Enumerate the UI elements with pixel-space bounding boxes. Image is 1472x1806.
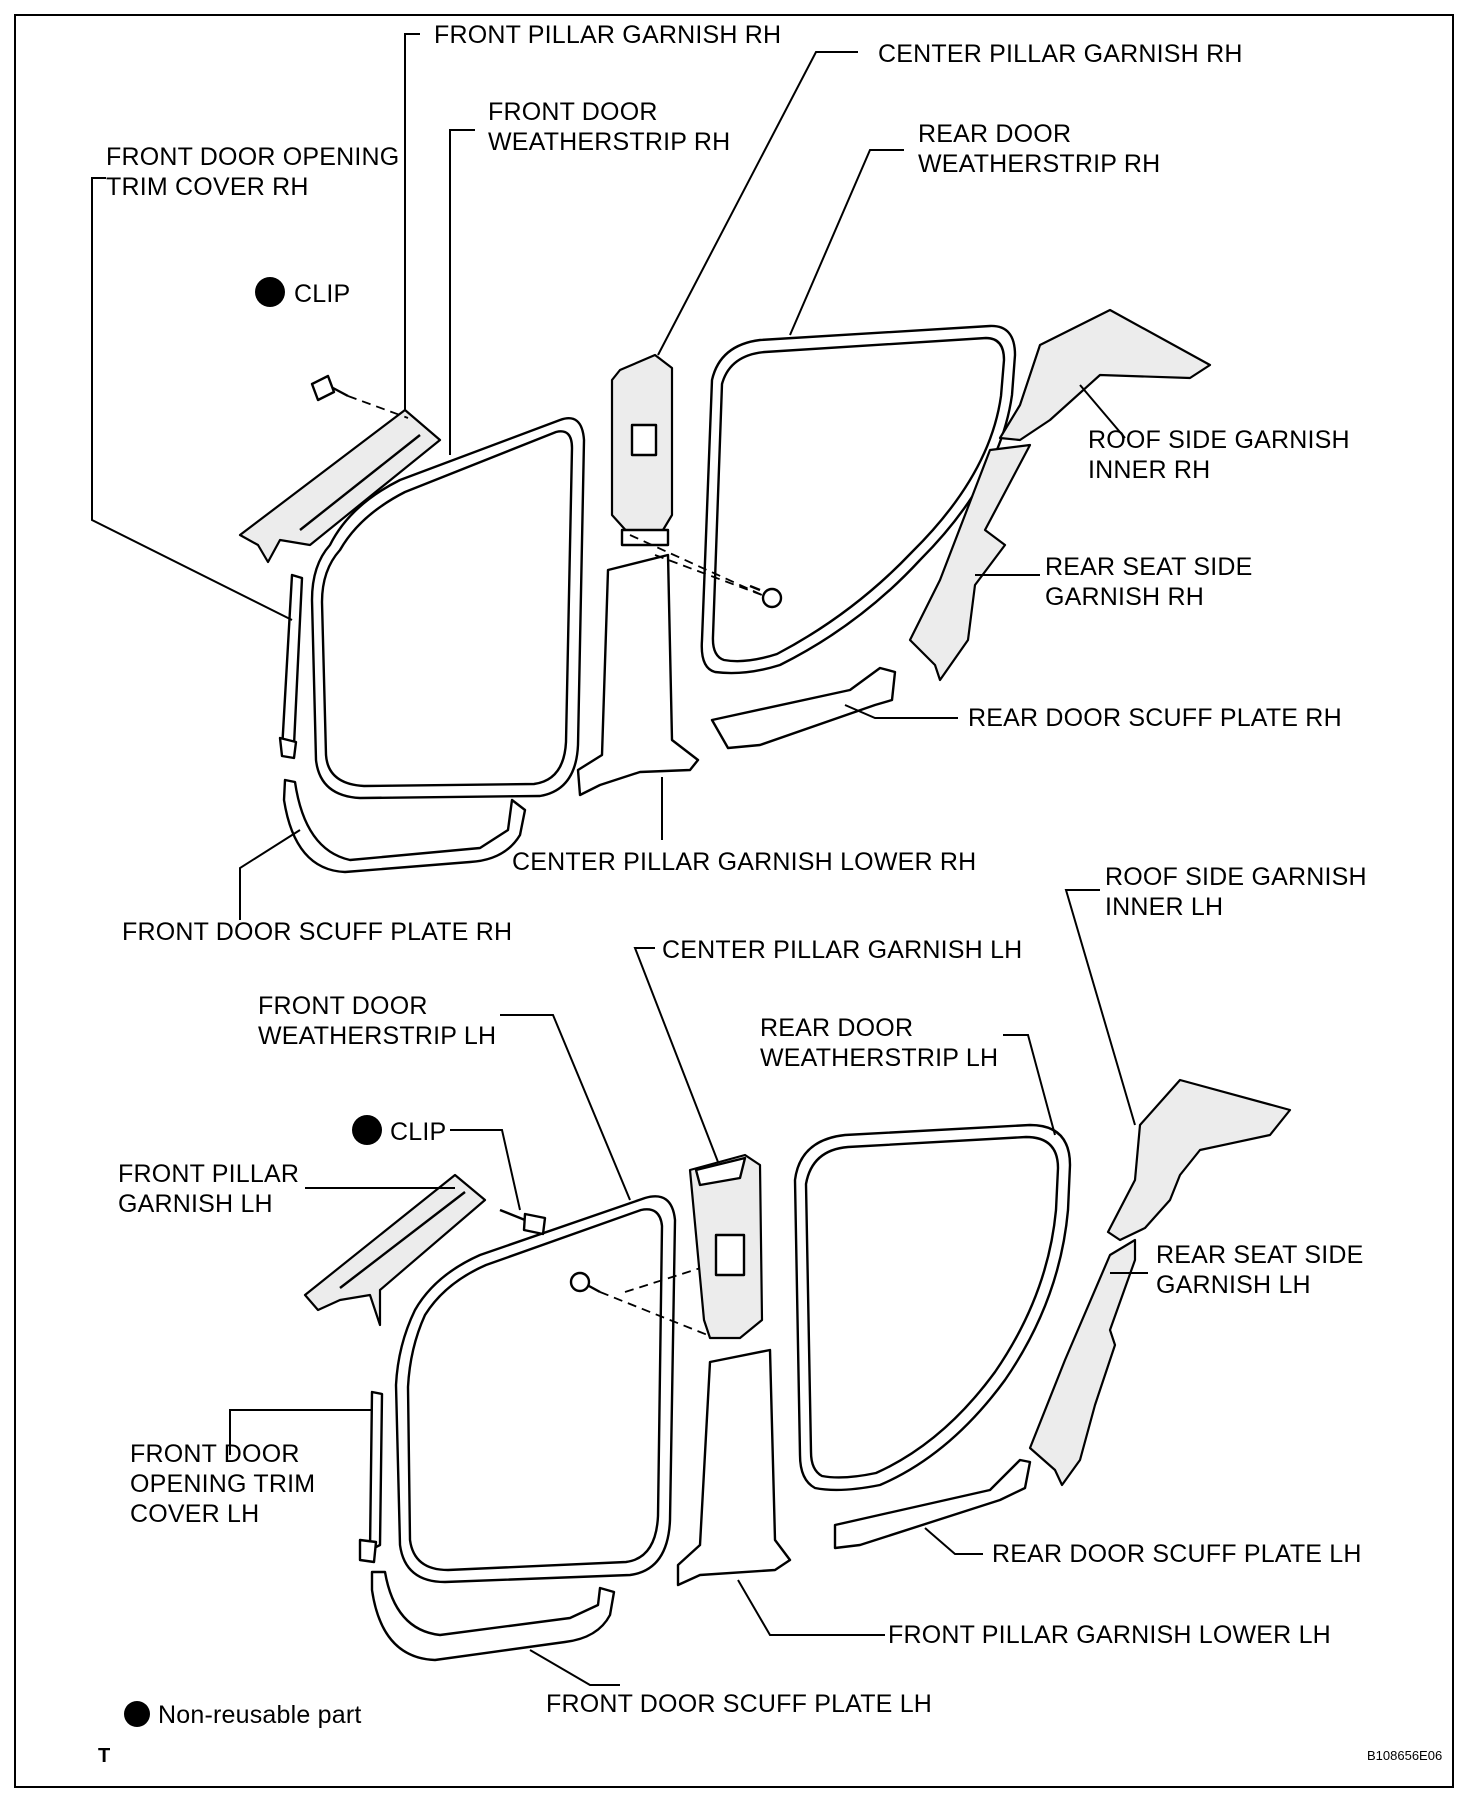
leader-roof-side-garnish-inner-rh [1079, 384, 1126, 439]
leader-center-pillar-garnish-lh [633, 947, 719, 1163]
front-door-weatherstrip-lh-part [394, 1195, 677, 1584]
label-center-pillar-garnish-lower-rh: CENTER PILLAR GARNISH LOWER RH [512, 848, 976, 876]
label-rear-seat-side-garnish-rh-line1: REAR SEAT SIDE [1045, 553, 1253, 581]
leader-front-door-opening-trim-cover-lh [229, 1409, 372, 1455]
label-roof-side-garnish-inner-lh-line1: ROOF SIDE GARNISH [1105, 863, 1367, 891]
center-pillar-garnish-rh-part [610, 353, 674, 547]
leader-front-door-scuff-plate-rh [239, 829, 301, 920]
rear-door-scuff-plate-rh-part [710, 666, 897, 750]
clip-rh-part [310, 374, 409, 419]
center-pillar-garnish-lower-rh-part [576, 553, 700, 797]
label-center-pillar-garnish-rh: CENTER PILLAR GARNISH RH [878, 40, 1243, 68]
leader-rear-door-scuff-plate-lh [924, 1527, 983, 1555]
rear-door-scuff-plate-lh-part [833, 1458, 1032, 1550]
corner-mark: T [98, 1745, 110, 1767]
legend-non-reusable-marker [124, 1701, 150, 1727]
label-front-pillar-garnish-lower-lh: FRONT PILLAR GARNISH LOWER LH [888, 1621, 1331, 1649]
front-pillar-garnish-lh-part [303, 1173, 487, 1327]
rear-seat-side-garnish-lh-part [1028, 1238, 1137, 1487]
clip-lh-part [499, 1208, 547, 1236]
leader-rear-door-scuff-plate-rh [844, 704, 958, 719]
label-front-pillar-garnish-lh-line1: FRONT PILLAR [118, 1160, 299, 1188]
rear-seat-side-garnish-rh-part [908, 443, 1032, 682]
label-front-door-opening-trim-cover-rh-line1: FRONT DOOR OPENING [106, 143, 399, 171]
leader-rear-door-weatherstrip-lh [1003, 1034, 1056, 1136]
leader-front-door-scuff-plate-lh [529, 1649, 620, 1686]
leader-rear-door-weatherstrip-rh [789, 149, 904, 336]
non-reusable-marker-rh [255, 277, 285, 307]
label-front-door-opening-trim-cover-lh-line1: FRONT DOOR [130, 1440, 300, 1468]
center-pillar-bolt-rh-part [629, 534, 783, 609]
label-rear-door-scuff-plate-lh: REAR DOOR SCUFF PLATE LH [992, 1540, 1362, 1568]
label-roof-side-garnish-inner-rh-line2: INNER RH [1088, 456, 1210, 484]
label-rear-seat-side-garnish-lh-line1: REAR SEAT SIDE [1156, 1241, 1364, 1269]
non-reusable-marker-lh [352, 1115, 382, 1145]
front-door-opening-trim-cover-lh-part [358, 1390, 384, 1564]
front-pillar-garnish-rh-part [238, 408, 442, 564]
label-center-pillar-garnish-lh: CENTER PILLAR GARNISH LH [662, 936, 1022, 964]
front-door-scuff-plate-lh-part [370, 1570, 616, 1662]
front-door-weatherstrip-rh-part [310, 417, 586, 800]
label-rear-seat-side-garnish-rh-line2: GARNISH RH [1045, 583, 1204, 611]
label-front-door-weatherstrip-lh-line2: WEATHERSTRIP LH [258, 1022, 496, 1050]
label-front-door-weatherstrip-rh-line2: WEATHERSTRIP RH [488, 128, 730, 156]
legend-text: Non-reusable part [158, 1701, 362, 1729]
center-pillar-garnish-lh-part [688, 1153, 764, 1340]
leader-front-door-weatherstrip-rh [449, 129, 475, 455]
rear-door-weatherstrip-lh-part [793, 1123, 1072, 1492]
front-door-scuff-plate-rh-part [282, 778, 527, 874]
label-front-door-opening-trim-cover-lh-line2: OPENING TRIM [130, 1470, 315, 1498]
rear-door-weatherstrip-rh-part [700, 324, 1017, 675]
label-rear-seat-side-garnish-lh-line2: GARNISH LH [1156, 1271, 1311, 1299]
leader-front-pillar-garnish-rh [404, 33, 420, 410]
roof-side-garnish-inner-lh-part [1106, 1078, 1292, 1242]
label-front-pillar-garnish-rh: FRONT PILLAR GARNISH RH [434, 21, 781, 49]
label-front-door-opening-trim-cover-rh-line2: TRIM COVER RH [106, 173, 309, 201]
center-pillar-bolt-lh-part [569, 1264, 716, 1339]
label-roof-side-garnish-inner-lh-line2: INNER LH [1105, 893, 1223, 921]
label-rear-door-scuff-plate-rh: REAR DOOR SCUFF PLATE RH [968, 704, 1342, 732]
leader-front-door-opening-trim-cover-rh [91, 177, 293, 621]
diagram-frame [14, 14, 1454, 1788]
label-roof-side-garnish-inner-rh-line1: ROOF SIDE GARNISH [1088, 426, 1350, 454]
label-front-door-scuff-plate-rh: FRONT DOOR SCUFF PLATE RH [122, 918, 512, 946]
leader-front-door-weatherstrip-lh [500, 1014, 631, 1201]
label-rear-door-weatherstrip-lh-line1: REAR DOOR [760, 1014, 913, 1042]
leader-front-pillar-garnish-lower-lh [737, 1579, 885, 1636]
label-front-door-opening-trim-cover-lh-line3: COVER LH [130, 1500, 259, 1528]
front-pillar-garnish-lower-lh-part [676, 1348, 792, 1587]
label-front-door-weatherstrip-lh-line1: FRONT DOOR [258, 992, 428, 1020]
leader-center-pillar-garnish-rh [657, 51, 858, 356]
figure-code: B108656E06 [1367, 1748, 1442, 1763]
label-front-door-weatherstrip-rh-line1: FRONT DOOR [488, 98, 658, 126]
label-front-door-scuff-plate-lh: FRONT DOOR SCUFF PLATE LH [546, 1690, 932, 1718]
label-rear-door-weatherstrip-rh-line2: WEATHERSTRIP RH [918, 150, 1160, 178]
label-clip-lh: CLIP [390, 1118, 446, 1146]
leader-roof-side-garnish-inner-lh [1064, 889, 1136, 1126]
roof-side-garnish-inner-rh-part [998, 308, 1212, 442]
leader-clip-lh [450, 1129, 521, 1211]
label-rear-door-weatherstrip-lh-line2: WEATHERSTRIP LH [760, 1044, 998, 1072]
label-clip-rh: CLIP [294, 280, 350, 308]
front-door-opening-trim-cover-rh-part [278, 573, 304, 760]
label-front-pillar-garnish-lh-line2: GARNISH LH [118, 1190, 273, 1218]
label-rear-door-weatherstrip-rh-line1: REAR DOOR [918, 120, 1071, 148]
